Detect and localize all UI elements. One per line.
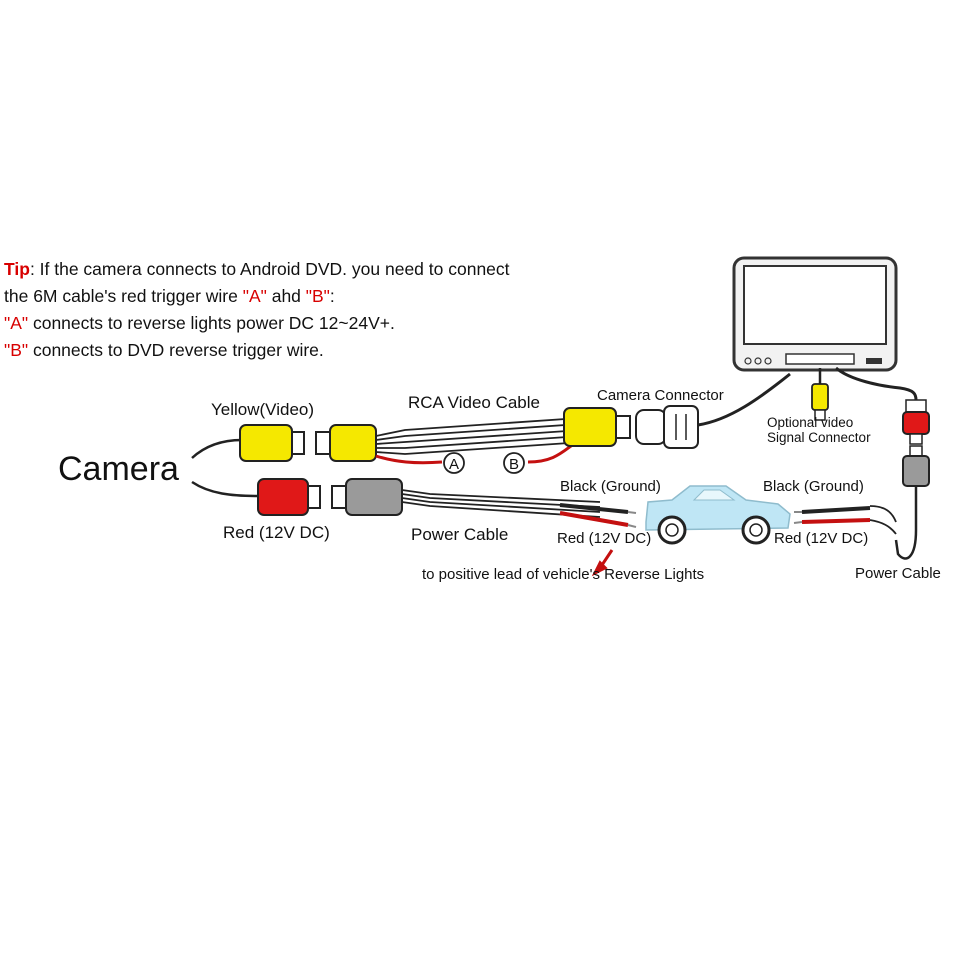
marker-b: B [503,452,525,474]
camera-wire-video [191,438,243,459]
label-yellow-video: Yellow(Video) [211,400,314,419]
label-red-12v-dc-left: Red (12V DC) [557,530,651,547]
label-reverse-lights: to positive lead of vehicle's Reverse Li… [422,566,704,583]
camera-connector [635,405,699,449]
monitor-gray-plug [902,445,930,487]
rca-video-cable-bundle [375,417,585,455]
svg-text:B: B [509,456,519,473]
label-camera: Camera [58,450,179,488]
label-camera-connector: Camera Connector [597,387,724,404]
label-red-12v: Red (12V DC) [223,523,330,542]
tip-keyword: Tip [4,259,30,279]
label-red-12v-dc-right: Red (12V DC) [774,530,868,547]
monitor-red-plug [902,399,930,445]
yellow-rca-male [239,424,305,462]
power-wire-red-right [801,518,871,524]
tip-line-3: "A" connects to reverse lights power DC … [4,313,395,333]
monitor-icon [732,256,898,372]
trigger-wire-a [375,454,443,465]
label-power-cable-left: Power Cable [411,525,508,544]
tip-line-1: Tip: If the camera connects to Android D… [4,259,510,279]
svg-text:A: A [449,456,459,473]
monitor-power-cable-lower [894,486,918,560]
yellow-rca-female [315,424,377,462]
label-rca-video-cable: RCA Video Cable [408,393,540,412]
monitor-power-cable [835,366,918,401]
label-black-ground-right: Black (Ground) [763,478,864,495]
marker-a: A [443,452,465,474]
car-icon [645,485,791,545]
optional-video-connector [811,383,829,421]
label-black-ground-left: Black (Ground) [560,478,661,495]
power-wire-black-left [559,503,629,514]
arrow-icon [591,549,614,577]
red-power-plug [257,478,321,516]
gray-power-socket [331,478,403,516]
label-power-cable-right: Power Cable [855,565,941,582]
tip-line-2: the 6M cable's red trigger wire "A" ahd … [4,286,335,306]
label-optional-video-1: Optional video [767,415,853,430]
camera-connector-cable [697,372,791,427]
power-wires-right-bundle [869,505,897,535]
power-cable-bundle [401,489,601,518]
camera-wire-power [191,480,259,498]
tip-text: Tip: If the camera connects to Android D… [4,256,604,364]
power-wire-black-right [801,506,871,514]
yellow-rca-dvd-side [563,407,631,447]
tip-line-4: "B" connects to DVD reverse trigger wire… [4,340,324,360]
power-wire-red-left [559,511,629,527]
label-optional-video-2: Signal Connector [767,430,871,445]
